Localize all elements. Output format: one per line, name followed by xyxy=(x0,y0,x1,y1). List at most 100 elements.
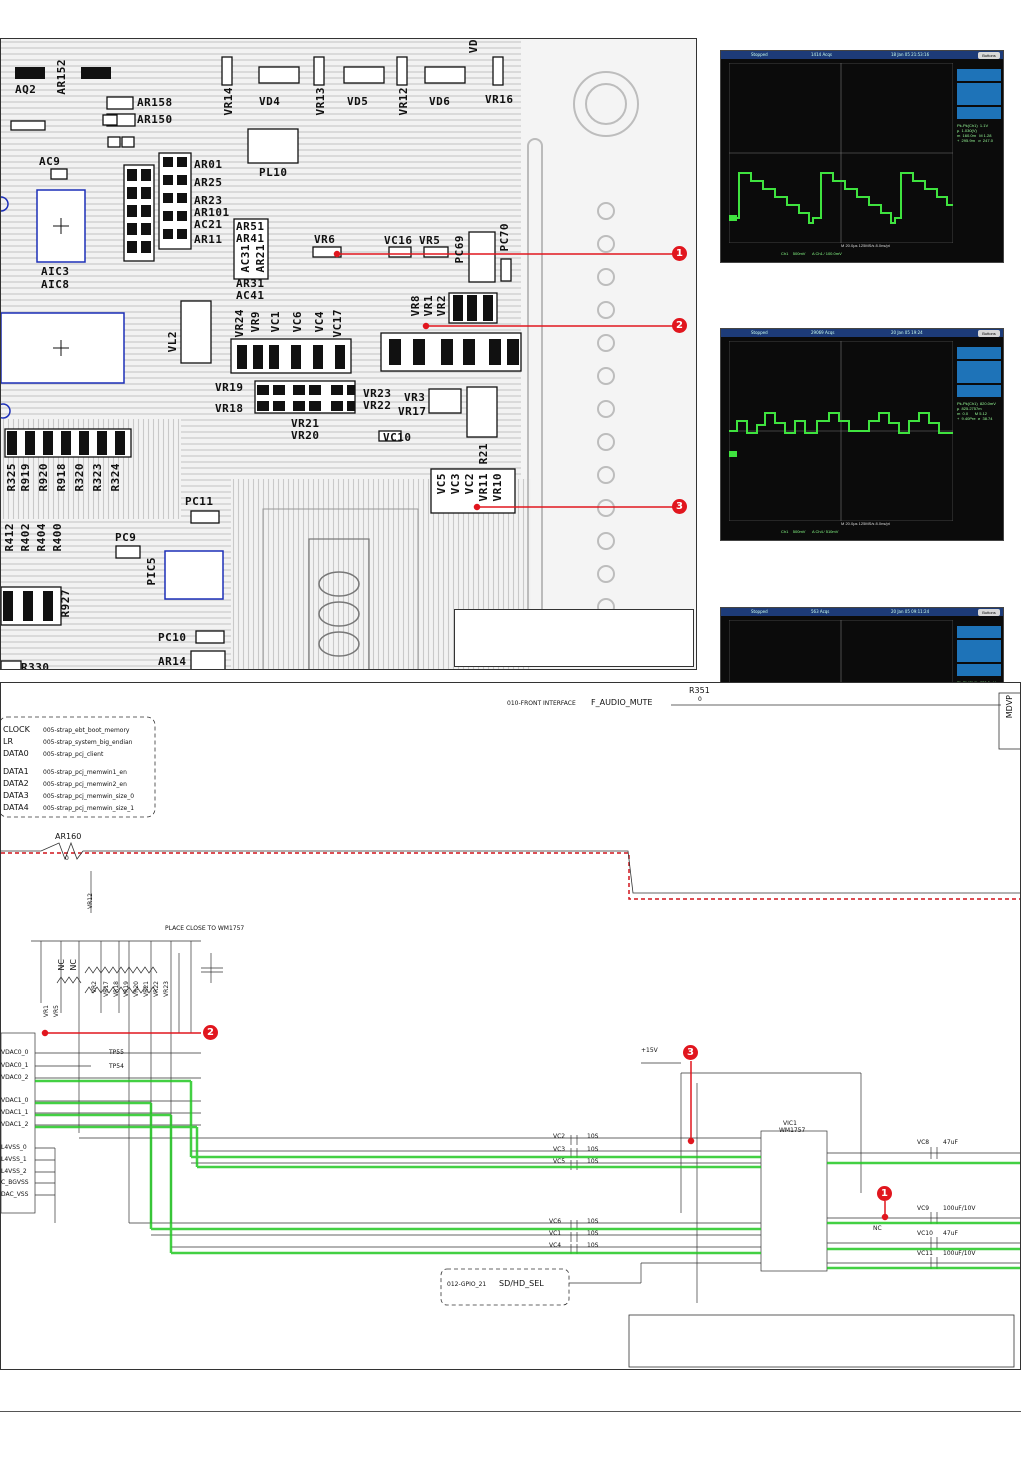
right-cap: VC10 xyxy=(917,1230,933,1237)
scope-status-bar: Stopped 1414 Acqs 18 Jan 05 21:53:16 xyxy=(721,51,1003,59)
strap-desc: 005-strap_ebt_boot_memory xyxy=(43,727,130,734)
tp-label: TP55 xyxy=(109,1049,124,1056)
pin-label: DAC_VSS xyxy=(1,1191,29,1198)
strap-pin: DATA0 xyxy=(3,749,29,758)
pcb-label: AR21 xyxy=(254,244,267,273)
pcb-label: R21 xyxy=(477,443,490,465)
pcb-label: VR2 xyxy=(435,295,448,317)
pcb-label: R330 xyxy=(21,661,50,670)
scope-waveform-2 xyxy=(729,341,953,521)
vr-label: VR17 xyxy=(103,981,110,997)
scope-status-bar: Stopped 29069 Acqs 20 Jan 05 19:24 xyxy=(721,329,1003,337)
mdvp-label: MDVP xyxy=(1005,695,1014,719)
schematic-artwork xyxy=(1,692,1020,1368)
pcb-label: AIC3 xyxy=(41,265,70,278)
cap-value: 10S xyxy=(587,1133,599,1140)
vr-label: VR19 xyxy=(123,981,130,997)
pin-label: C_BGVSS xyxy=(1,1179,29,1186)
pcb-label: VL2 xyxy=(166,331,179,353)
pcb-label: VC2 xyxy=(463,473,476,495)
pcb-label: R325 xyxy=(5,463,18,492)
callout-marker: 3 xyxy=(683,1045,698,1060)
schematic-panel: R351 0 010-FRONT INTERFACE F_AUDIO_MUTE … xyxy=(0,682,1021,1370)
pcb-label: PC11 xyxy=(185,495,214,508)
strap-desc: 005-strap_pcj_client xyxy=(43,751,104,758)
pcb-label: R918 xyxy=(55,463,68,492)
pcb-label: AC41 xyxy=(236,289,265,302)
pcb-label: VR17 xyxy=(398,405,427,418)
cap-value: 10S xyxy=(587,1242,599,1249)
pin-label: L4VSS_0 xyxy=(1,1144,27,1151)
pcb-label: AR14 xyxy=(158,655,187,668)
pcb-label: PC70 xyxy=(498,223,511,252)
front-interface-label: 010-FRONT INTERFACE xyxy=(507,700,576,707)
cap-net: VC5 xyxy=(553,1158,566,1165)
cap-net: VC2 xyxy=(553,1133,566,1140)
pcb-label: VR23 xyxy=(363,387,392,400)
pcb-label: VC17 xyxy=(331,309,344,338)
pin-label: VDAC1_0 xyxy=(1,1097,29,1104)
pcb-label: AC21 xyxy=(194,218,223,231)
strap-pin: DATA3 xyxy=(3,791,29,800)
callout-marker: 2 xyxy=(672,318,687,333)
pcb-label: VR9 xyxy=(249,311,262,333)
pcb-label: R320 xyxy=(73,463,86,492)
cap-value: 10S xyxy=(587,1230,599,1237)
pcb-label: R324 xyxy=(109,463,122,492)
pcb-label: VR5 xyxy=(419,234,441,247)
pcb-label: VC5 xyxy=(435,473,448,495)
pcb-label: VR18 xyxy=(215,402,244,415)
pcb-label: AR152 xyxy=(55,59,68,95)
pcb-label: AR150 xyxy=(137,113,173,126)
pcb-label: VC4 xyxy=(313,311,326,333)
pcb-label: R919 xyxy=(19,463,32,492)
scope-buttons: Buttons xyxy=(978,330,1000,337)
strap-desc: 005-strap_pcj_memwin1_en xyxy=(43,769,127,776)
pcb-label: VR19 xyxy=(215,381,244,394)
vr-label: VR22 xyxy=(153,981,160,997)
callout-marker: 1 xyxy=(672,246,687,261)
pcb-label: VR20 xyxy=(291,429,320,442)
tp-label: TP54 xyxy=(109,1063,124,1070)
callout-marker: 3 xyxy=(672,499,687,514)
strap-pin: DATA1 xyxy=(3,767,29,776)
pcb-label: VR11 xyxy=(477,473,490,502)
right-cap-val: 47uF xyxy=(943,1230,958,1237)
pcb-label: R402 xyxy=(19,523,32,552)
vr-label: VR21 xyxy=(143,981,150,997)
pcb-label: VR16 xyxy=(485,93,514,106)
pcb-label: VR8 xyxy=(409,295,422,317)
pcb-note-box xyxy=(454,609,694,667)
pcb-label: AR158 xyxy=(137,96,173,109)
pcb-label: AC31 xyxy=(239,244,252,273)
strap-pin: CLOCK xyxy=(3,725,30,734)
cap-net: VC1 xyxy=(549,1230,562,1237)
pcb-label: VC10 xyxy=(383,431,412,444)
pcb-label: VR3 xyxy=(404,391,426,404)
vr-label: VR1 xyxy=(43,1005,50,1018)
pcb-label: AIC8 xyxy=(41,278,70,291)
pcb-label: R404 xyxy=(35,523,48,552)
r351-label: R351 xyxy=(689,686,710,695)
pcb-label: PC10 xyxy=(158,631,187,644)
ar160-value: 0 xyxy=(65,855,69,862)
ic-ref: VIC1 xyxy=(783,1120,797,1127)
pcb-label: VC1 xyxy=(269,311,282,333)
pin-label: VDAC1_2 xyxy=(1,1121,29,1128)
vr-label: VR5 xyxy=(53,1005,60,1018)
pcb-label: VR6 xyxy=(314,233,336,246)
pcb-label: PC69 xyxy=(453,235,466,264)
ic-part: WM1757 xyxy=(779,1127,806,1134)
strap-pin: DATA4 xyxy=(3,803,29,812)
cap-value: 10S xyxy=(587,1218,599,1225)
right-cap-val: 47uF xyxy=(943,1139,958,1146)
scope-buttons: Buttons xyxy=(978,52,1000,59)
strap-desc: 005-strap_pcj_memwin_size_0 xyxy=(43,793,135,800)
right-cap-val: 100uF/10V xyxy=(943,1250,976,1257)
pcb-label: VD4 xyxy=(259,95,281,108)
pcb-label: AR101 xyxy=(194,206,230,219)
vr-label: VR18 xyxy=(113,981,120,997)
vr-label: VR20 xyxy=(133,981,140,997)
scope-buttons: Buttons xyxy=(978,609,1000,616)
pcb-label: VC16 xyxy=(384,234,413,247)
